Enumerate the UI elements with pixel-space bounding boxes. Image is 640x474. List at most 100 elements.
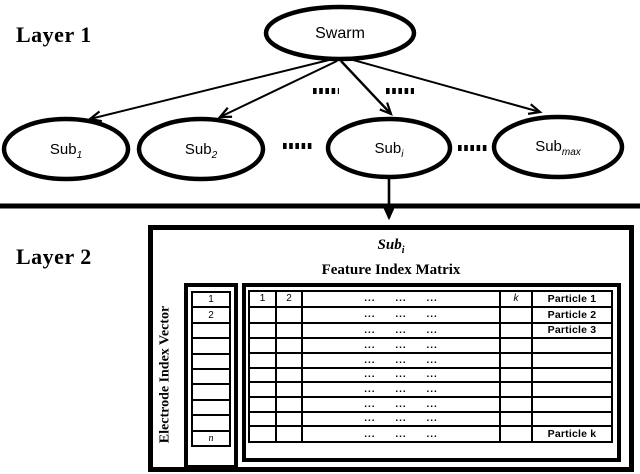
arrow-swarm-to-sub1 [87,58,334,123]
electrode-index-vector-title: Electrode Index Vector [157,305,173,444]
subi-subscript: i [401,149,404,160]
matrix-dots-cell: ... ... ... [301,425,501,443]
matrix-dots-cell: ... ... ... [301,305,501,324]
matrix-cell [248,381,277,398]
particle-label-cell: Particle 1 [531,290,613,308]
sub1-node-label: Sub1 [6,141,126,161]
matrix-cell: 1 [248,290,277,308]
matrix-k-cell [499,425,533,443]
matrix-cell [248,305,277,324]
arrow-swarm-to-submax [345,57,543,115]
matrix-k-cell [499,395,533,413]
vector-cell [191,383,231,401]
sub2-base: Sub [184,141,212,158]
matrix-row: ... ... ... [248,395,613,413]
sub2-subscript: 2 [211,150,218,161]
matrix-dots-cell: ... ... ... [301,321,501,340]
matrix-k-cell: k [499,290,533,308]
box-title-base: Sub [377,237,402,253]
matrix-cell [248,366,277,384]
vector-cell [191,337,231,355]
sub2-node-label: Sub2 [141,141,261,161]
vector-cell [191,398,231,417]
swarm-node-label: Swarm [315,25,365,42]
layer1-label: Layer 1 [16,22,92,47]
matrix-dots-cell: ... ... ... [301,337,501,354]
submax-subscript: max [561,147,581,158]
electrode-index-vector-table: 1 2 n [184,283,238,469]
vector-cell [191,352,231,370]
vector-cell [191,414,231,432]
subi-base: Sub [374,140,402,157]
feature-index-matrix-table: 1 2 ... ... ... k Particle 1 ... ... ...… [242,283,621,462]
matrix-dots-cell: ... ... ... [301,290,501,308]
matrix-row: 1 2 ... ... ... k Particle 1 [248,290,613,308]
matrix-row: ... ... ... Particle 3 [248,321,613,340]
particle-label-cell [531,366,613,384]
arrow-swarm-to-sub2 [217,60,338,119]
sub1-node [1,116,131,182]
matrix-k-cell [499,337,533,354]
submax-node-label: Submax [494,138,622,158]
matrix-cell [275,425,303,443]
particle-label-cell: Particle k [531,425,613,443]
matrix-cell [275,305,303,324]
matrix-cell [275,321,303,340]
matrix-dots-cell: ... ... ... [301,351,501,369]
matrix-row: ... ... ... [248,410,613,428]
matrix-cell [275,395,303,413]
matrix-cell [275,381,303,398]
matrix-cell [248,351,277,369]
box-title-subi: Subi [153,237,629,256]
box-title-subscript: i [401,245,405,256]
matrix-cell [275,410,303,428]
matrix-row: ... ... ... [248,351,613,369]
matrix-k-cell [499,351,533,369]
particle-label-cell [531,351,613,369]
matrix-row: ... ... ... Particle 2 [248,305,613,324]
matrix-k-cell [499,321,533,340]
vector-cell-n: n [191,429,231,448]
matrix-cell: 2 [275,290,303,308]
submax-base: Sub [535,138,562,155]
layer2-label: Layer 2 [16,244,92,269]
matrix-dots-cell: ... ... ... [301,395,501,413]
matrix-cell [248,395,277,413]
vector-cell: 1 [191,290,231,309]
matrix-row: ... ... ... [248,366,613,384]
sub2-node [136,116,266,182]
sub1-base: Sub [49,141,77,158]
particle-label-cell [531,381,613,398]
matrix-dots-cell: ... ... ... [301,366,501,384]
matrix-k-cell [499,305,533,324]
particle-label-cell [531,410,613,428]
matrix-cell [248,425,277,443]
submax-node [491,114,625,180]
particle-label-cell: Particle 2 [531,305,613,324]
matrix-row: ... ... ... [248,381,613,398]
matrix-row: ... ... ... Particle k [248,425,613,443]
matrix-dots-cell: ... ... ... [301,410,501,428]
arrow-swarm-to-subi [340,60,393,116]
matrix-k-cell [499,366,533,384]
matrix-row: ... ... ... [248,337,613,354]
matrix-cell [275,366,303,384]
swarm-node [263,4,417,62]
matrix-cell [275,337,303,354]
matrix-cell [248,321,277,340]
matrix-cell [248,337,277,354]
vector-cell [191,367,231,386]
matrix-cell [248,410,277,428]
particle-label-cell [531,337,613,354]
matrix-dots-cell: ... ... ... [301,381,501,398]
matrix-k-cell [499,410,533,428]
layer2-box: Subi Feature Index Matrix Electrode Inde… [148,225,634,472]
matrix-k-cell [499,381,533,398]
subi-node-label: Subi [329,140,449,160]
sub1-subscript: 1 [76,150,83,161]
matrix-cell [275,351,303,369]
matrix-table: 1 2 ... ... ... k Particle 1 ... ... ...… [248,290,613,443]
particle-label-cell: Particle 3 [531,321,613,340]
